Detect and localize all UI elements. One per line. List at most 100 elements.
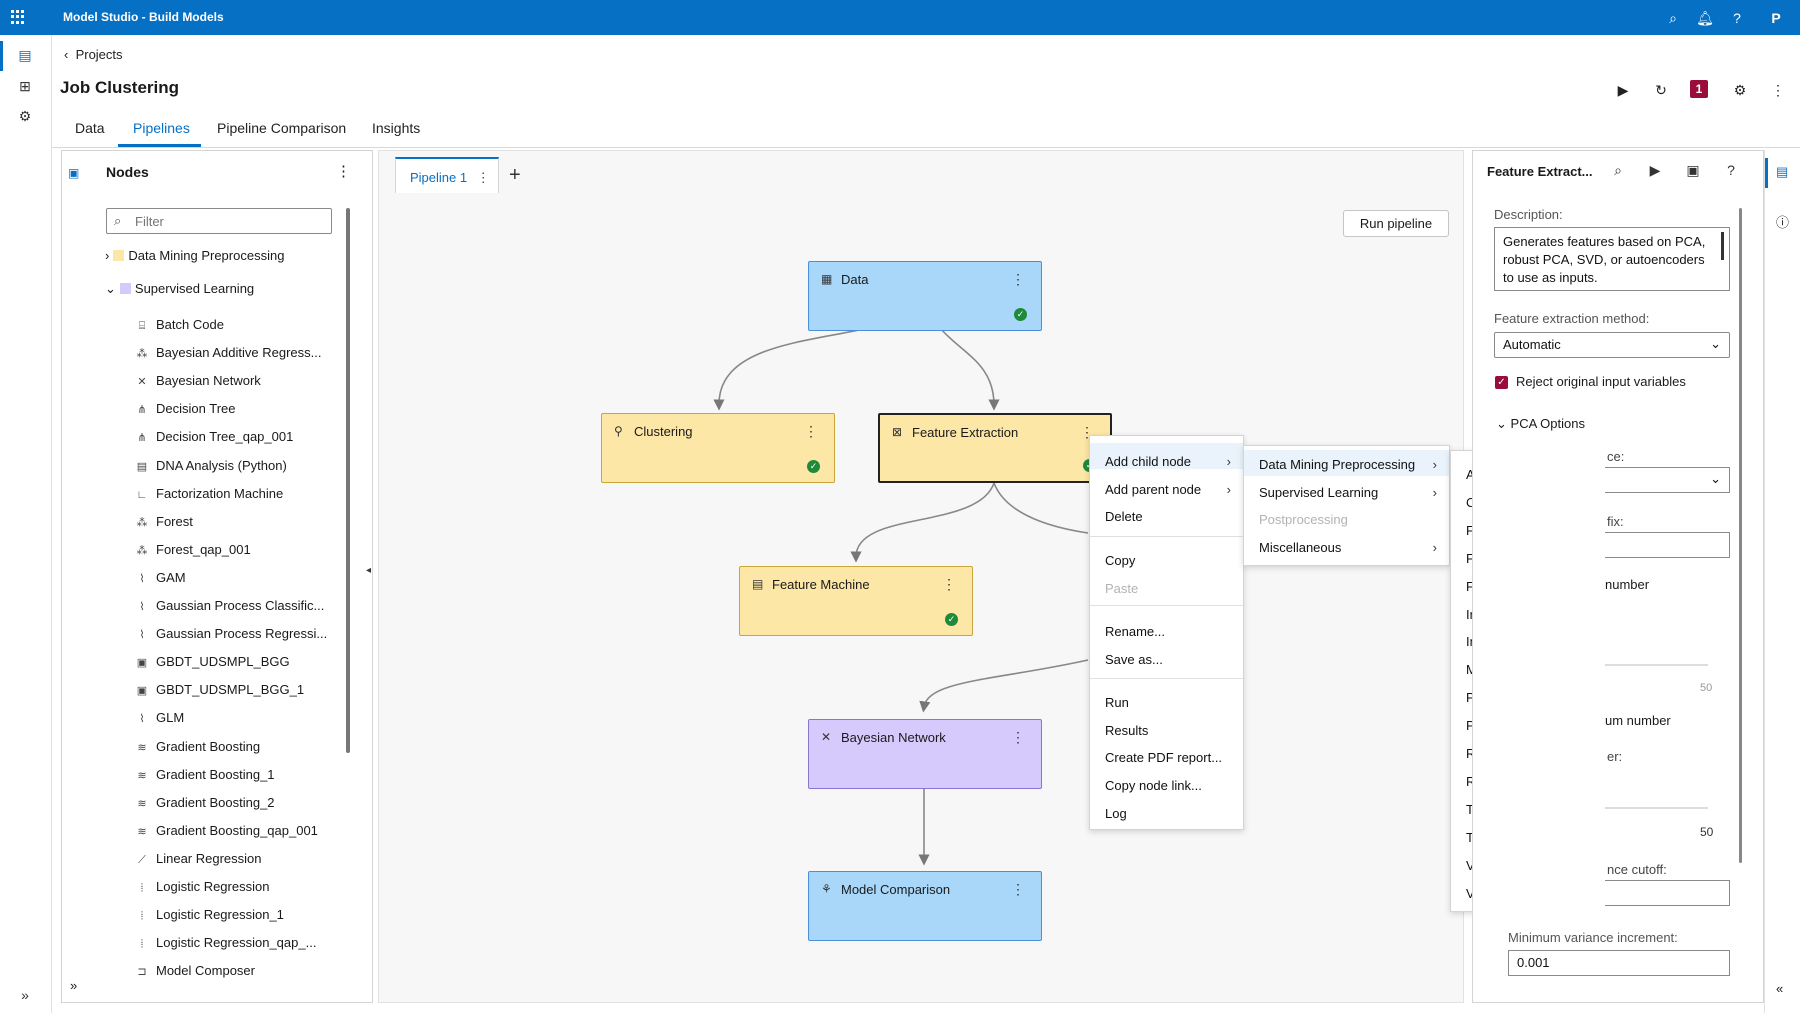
node-list-item[interactable]: ⌇Gaussian Process Regressi... — [134, 622, 327, 646]
node-list-item[interactable]: ⌸Batch Code — [134, 313, 224, 337]
tab-pipelines[interactable]: Pipelines — [133, 120, 190, 136]
properties-icon[interactable]: ▤ — [1776, 164, 1789, 179]
context-menu-item[interactable]: Delete — [1105, 509, 1143, 524]
user-avatar[interactable]: P — [1771, 10, 1781, 26]
node-list-item[interactable]: ≋Gradient Boosting_qap_001 — [134, 819, 318, 843]
notification-badge[interactable]: 1 — [1690, 80, 1708, 98]
node-list-item[interactable]: ⁂Forest — [134, 510, 193, 534]
submenu-item[interactable]: Data Mining Preprocessing — [1259, 457, 1416, 472]
partial-input[interactable] — [1605, 532, 1730, 558]
min-variance-input[interactable]: 0.001 — [1508, 950, 1730, 976]
run-pipeline-button[interactable]: Run pipeline — [1343, 210, 1449, 237]
apps-grid-icon[interactable] — [11, 10, 25, 24]
node-list-item[interactable]: ✕Bayesian Network — [134, 369, 260, 393]
breadcrumb-projects[interactable]: Projects — [75, 47, 123, 62]
context-menu-item[interactable]: Rename... — [1105, 624, 1165, 639]
expand-bottom-icon[interactable]: » — [70, 978, 78, 993]
submenu-item[interactable]: Supervised Learning — [1259, 485, 1379, 500]
node-more-icon[interactable]: ⋮ — [1011, 729, 1025, 745]
node-list-item[interactable]: ⟋Linear Regression — [134, 847, 261, 871]
context-menu-item[interactable]: Create PDF report... — [1105, 750, 1223, 765]
submenu-item[interactable]: Miscellaneous — [1259, 540, 1342, 555]
partial-cutoff-input[interactable] — [1605, 880, 1730, 906]
decisioning-icon[interactable]: ⊞ — [19, 78, 31, 94]
node-data[interactable]: ▦Data⋮✓ — [808, 261, 1042, 331]
description-scrollbar[interactable] — [1721, 232, 1724, 260]
node-list-item[interactable]: ▣GBDT_UDSMPL_BGG — [134, 650, 290, 674]
node-list-item[interactable]: ⌇Gaussian Process Classific... — [134, 594, 324, 618]
node-list-item[interactable]: ≋Gradient Boosting_1 — [134, 763, 274, 787]
properties-scrollbar[interactable] — [1739, 208, 1742, 863]
node-more-icon[interactable]: ⋮ — [942, 576, 956, 592]
settings-icon[interactable]: ⚙ — [1733, 82, 1747, 98]
node-model-comparison[interactable]: ⚘Model Comparison⋮ — [808, 871, 1042, 941]
nodes-filter-input[interactable] — [106, 208, 332, 234]
context-menu-item[interactable]: Add parent node — [1105, 482, 1202, 497]
context-menu-item[interactable]: Results — [1105, 723, 1149, 738]
node-more-icon[interactable]: ⋮ — [1011, 271, 1025, 287]
run-node-icon[interactable]: ▶ — [1649, 162, 1661, 178]
node-feature-machine[interactable]: ▤Feature Machine⋮✓ — [739, 566, 973, 636]
context-menu-item[interactable]: Run — [1105, 695, 1129, 710]
node-list-item[interactable]: ▤DNA Analysis (Python) — [134, 454, 287, 478]
manage-data-icon[interactable]: ⚙ — [18, 108, 32, 124]
partial-select[interactable]: ⌄ — [1605, 467, 1730, 493]
search-icon[interactable]: ⌕ — [1669, 10, 1677, 26]
node-list-item[interactable]: ⦙Logistic Regression — [134, 875, 270, 899]
node-list-item[interactable]: ≋Gradient Boosting — [134, 735, 260, 759]
node-feature-extraction[interactable]: ⊠Feature Extraction⋮✓ — [878, 413, 1112, 483]
context-menu-item[interactable]: Save as... — [1105, 652, 1163, 667]
save-icon[interactable]: ▣ — [1686, 162, 1700, 178]
context-menu-item[interactable]: Copy — [1105, 553, 1136, 568]
context-menu-item[interactable]: Copy node link... — [1105, 778, 1202, 793]
context-menu-item[interactable]: Log — [1105, 806, 1127, 821]
add-pipeline-icon[interactable]: + — [509, 164, 521, 186]
slider-track-1[interactable] — [1605, 664, 1708, 666]
node-list-item[interactable]: ⦙Logistic Regression_1 — [134, 903, 284, 927]
pca-options-section[interactable]: ⌄ PCA Options — [1496, 416, 1585, 432]
node-list-item[interactable]: ∟Factorization Machine — [134, 482, 284, 506]
notifications-icon[interactable]: 🔔︎ — [1696, 10, 1714, 26]
node-list-item[interactable]: ⋔Decision Tree — [134, 397, 235, 421]
nodes-scrollbar[interactable] — [346, 208, 350, 753]
tab-pipeline-comparison[interactable]: Pipeline Comparison — [217, 120, 347, 136]
node-list-item[interactable]: ▣GBDT_UDSMPL_BGG_1 — [134, 678, 304, 702]
node-more-icon[interactable]: ⋮ — [804, 423, 818, 439]
node-list-item[interactable]: ⊐Model Composer — [134, 959, 255, 983]
description-field[interactable]: Generates features based on PCA, robust … — [1494, 227, 1730, 291]
reject-checkbox[interactable]: ✓ — [1495, 376, 1508, 389]
pipeline-tab-more-icon[interactable]: ⋮ — [476, 170, 490, 185]
node-clustering[interactable]: ⚲Clustering⋮✓ — [601, 413, 835, 483]
info-icon[interactable]: ⓘ — [1776, 215, 1790, 230]
node-list-item[interactable]: ⁂Bayesian Additive Regress... — [134, 341, 322, 365]
panel-toggle-icon[interactable]: ▣ — [68, 166, 80, 180]
run-icon[interactable]: ▶ — [1617, 82, 1629, 98]
build-models-icon[interactable]: ▤ — [18, 47, 32, 63]
node-list-item[interactable]: ⦙Logistic Regression_qap_... — [134, 931, 317, 955]
tab-insights[interactable]: Insights — [372, 120, 421, 136]
method-select[interactable]: Automatic⌄ — [1494, 332, 1730, 358]
node-more-icon[interactable]: ⋮ — [1011, 881, 1025, 897]
help-icon[interactable]: ? — [1733, 10, 1741, 26]
node-list-item[interactable]: ⋔Decision Tree_qap_001 — [134, 425, 293, 449]
refresh-icon[interactable]: ↻ — [1655, 82, 1667, 98]
collapse-panel-icon[interactable]: ◂ — [366, 565, 372, 576]
pipeline-tab[interactable]: Pipeline 1 ⋮ — [395, 157, 499, 193]
node-list-item[interactable]: ⁂Forest_qap_001 — [134, 538, 251, 562]
tab-data[interactable]: Data — [75, 120, 105, 136]
node-list-item[interactable]: ⌇GLM — [134, 706, 184, 730]
help-icon[interactable]: ? — [1727, 162, 1735, 178]
tree-group-data-mining[interactable]: ›Data Mining Preprocessing — [105, 244, 284, 268]
nodes-more-icon[interactable]: ⋮ — [336, 163, 351, 180]
node-list-item[interactable]: ≋Gradient Boosting_2 — [134, 791, 274, 815]
expand-rail-icon[interactable]: » — [21, 987, 29, 1003]
collapse-right-icon[interactable]: « — [1776, 981, 1784, 996]
tree-group-supervised[interactable]: ⌄Supervised Learning — [105, 277, 254, 301]
slider-track-2[interactable] — [1605, 807, 1708, 809]
context-menu-item[interactable]: Add child node — [1105, 454, 1192, 469]
more-options-icon[interactable]: ⋮ — [1771, 82, 1785, 98]
breadcrumb[interactable]: ‹ Projects — [64, 47, 123, 62]
node-list-item[interactable]: ⌇GAM — [134, 566, 185, 590]
search-icon[interactable]: ⌕ — [1614, 162, 1622, 178]
node-bayesian-network[interactable]: ✕Bayesian Network⋮ — [808, 719, 1042, 789]
